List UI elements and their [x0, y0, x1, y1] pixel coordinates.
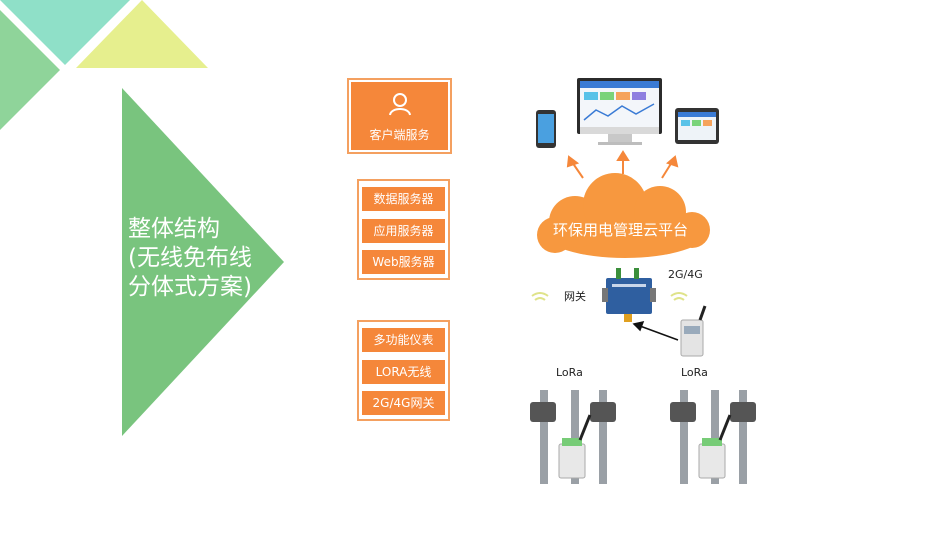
section-title: 整体结构 (无线免布线 分体式方案): [128, 215, 278, 302]
remote-meter-device-icon: [680, 305, 707, 357]
cloud-platform-label: 环保用电管理云平台: [553, 221, 689, 239]
title-line-1: 整体结构: [128, 216, 220, 242]
client-service-label: 客户端服务: [369, 128, 430, 142]
network-label: 2G/4G: [668, 268, 703, 281]
tablet-icon: [675, 108, 719, 144]
device-gateway: 2G/4G网关: [362, 391, 445, 415]
meter-cluster-right: [670, 390, 756, 484]
cloud-shape: [537, 173, 710, 258]
device-lora: LORA无线: [362, 360, 445, 384]
gateway-device-icon: [602, 268, 656, 322]
gateway-label: 网关: [564, 290, 586, 303]
user-icon: [389, 93, 411, 116]
wifi-icon-left: [531, 292, 549, 301]
device-group: 多功能仪表 LORA无线 2G/4G网关: [357, 320, 450, 421]
server-data: 数据服务器: [362, 187, 445, 211]
client-service-box: 客户端服务: [351, 82, 448, 150]
title-line-3: 分体式方案): [128, 274, 252, 300]
background-shapes: [0, 0, 284, 436]
green-triangle-top: [0, 10, 60, 130]
link-arrow: [632, 320, 679, 341]
lora-label-left: LoRa: [556, 366, 583, 379]
desktop-monitor-icon: [577, 78, 662, 145]
device-meter: 多功能仪表: [362, 328, 445, 352]
wifi-icon-right: [670, 292, 688, 301]
green-big-triangle: [122, 88, 284, 436]
lora-label-right: LoRa: [681, 366, 708, 379]
teal-triangle: [0, 0, 130, 65]
server-app: 应用服务器: [362, 219, 445, 243]
server-group: 数据服务器 应用服务器 Web服务器: [357, 179, 450, 280]
title-line-2: (无线免布线: [128, 245, 252, 271]
meter-cluster-left: [530, 390, 616, 484]
upload-arrows: [566, 150, 679, 179]
server-web: Web服务器: [362, 250, 445, 274]
lime-triangle: [76, 0, 208, 68]
phone-icon: [536, 110, 556, 148]
